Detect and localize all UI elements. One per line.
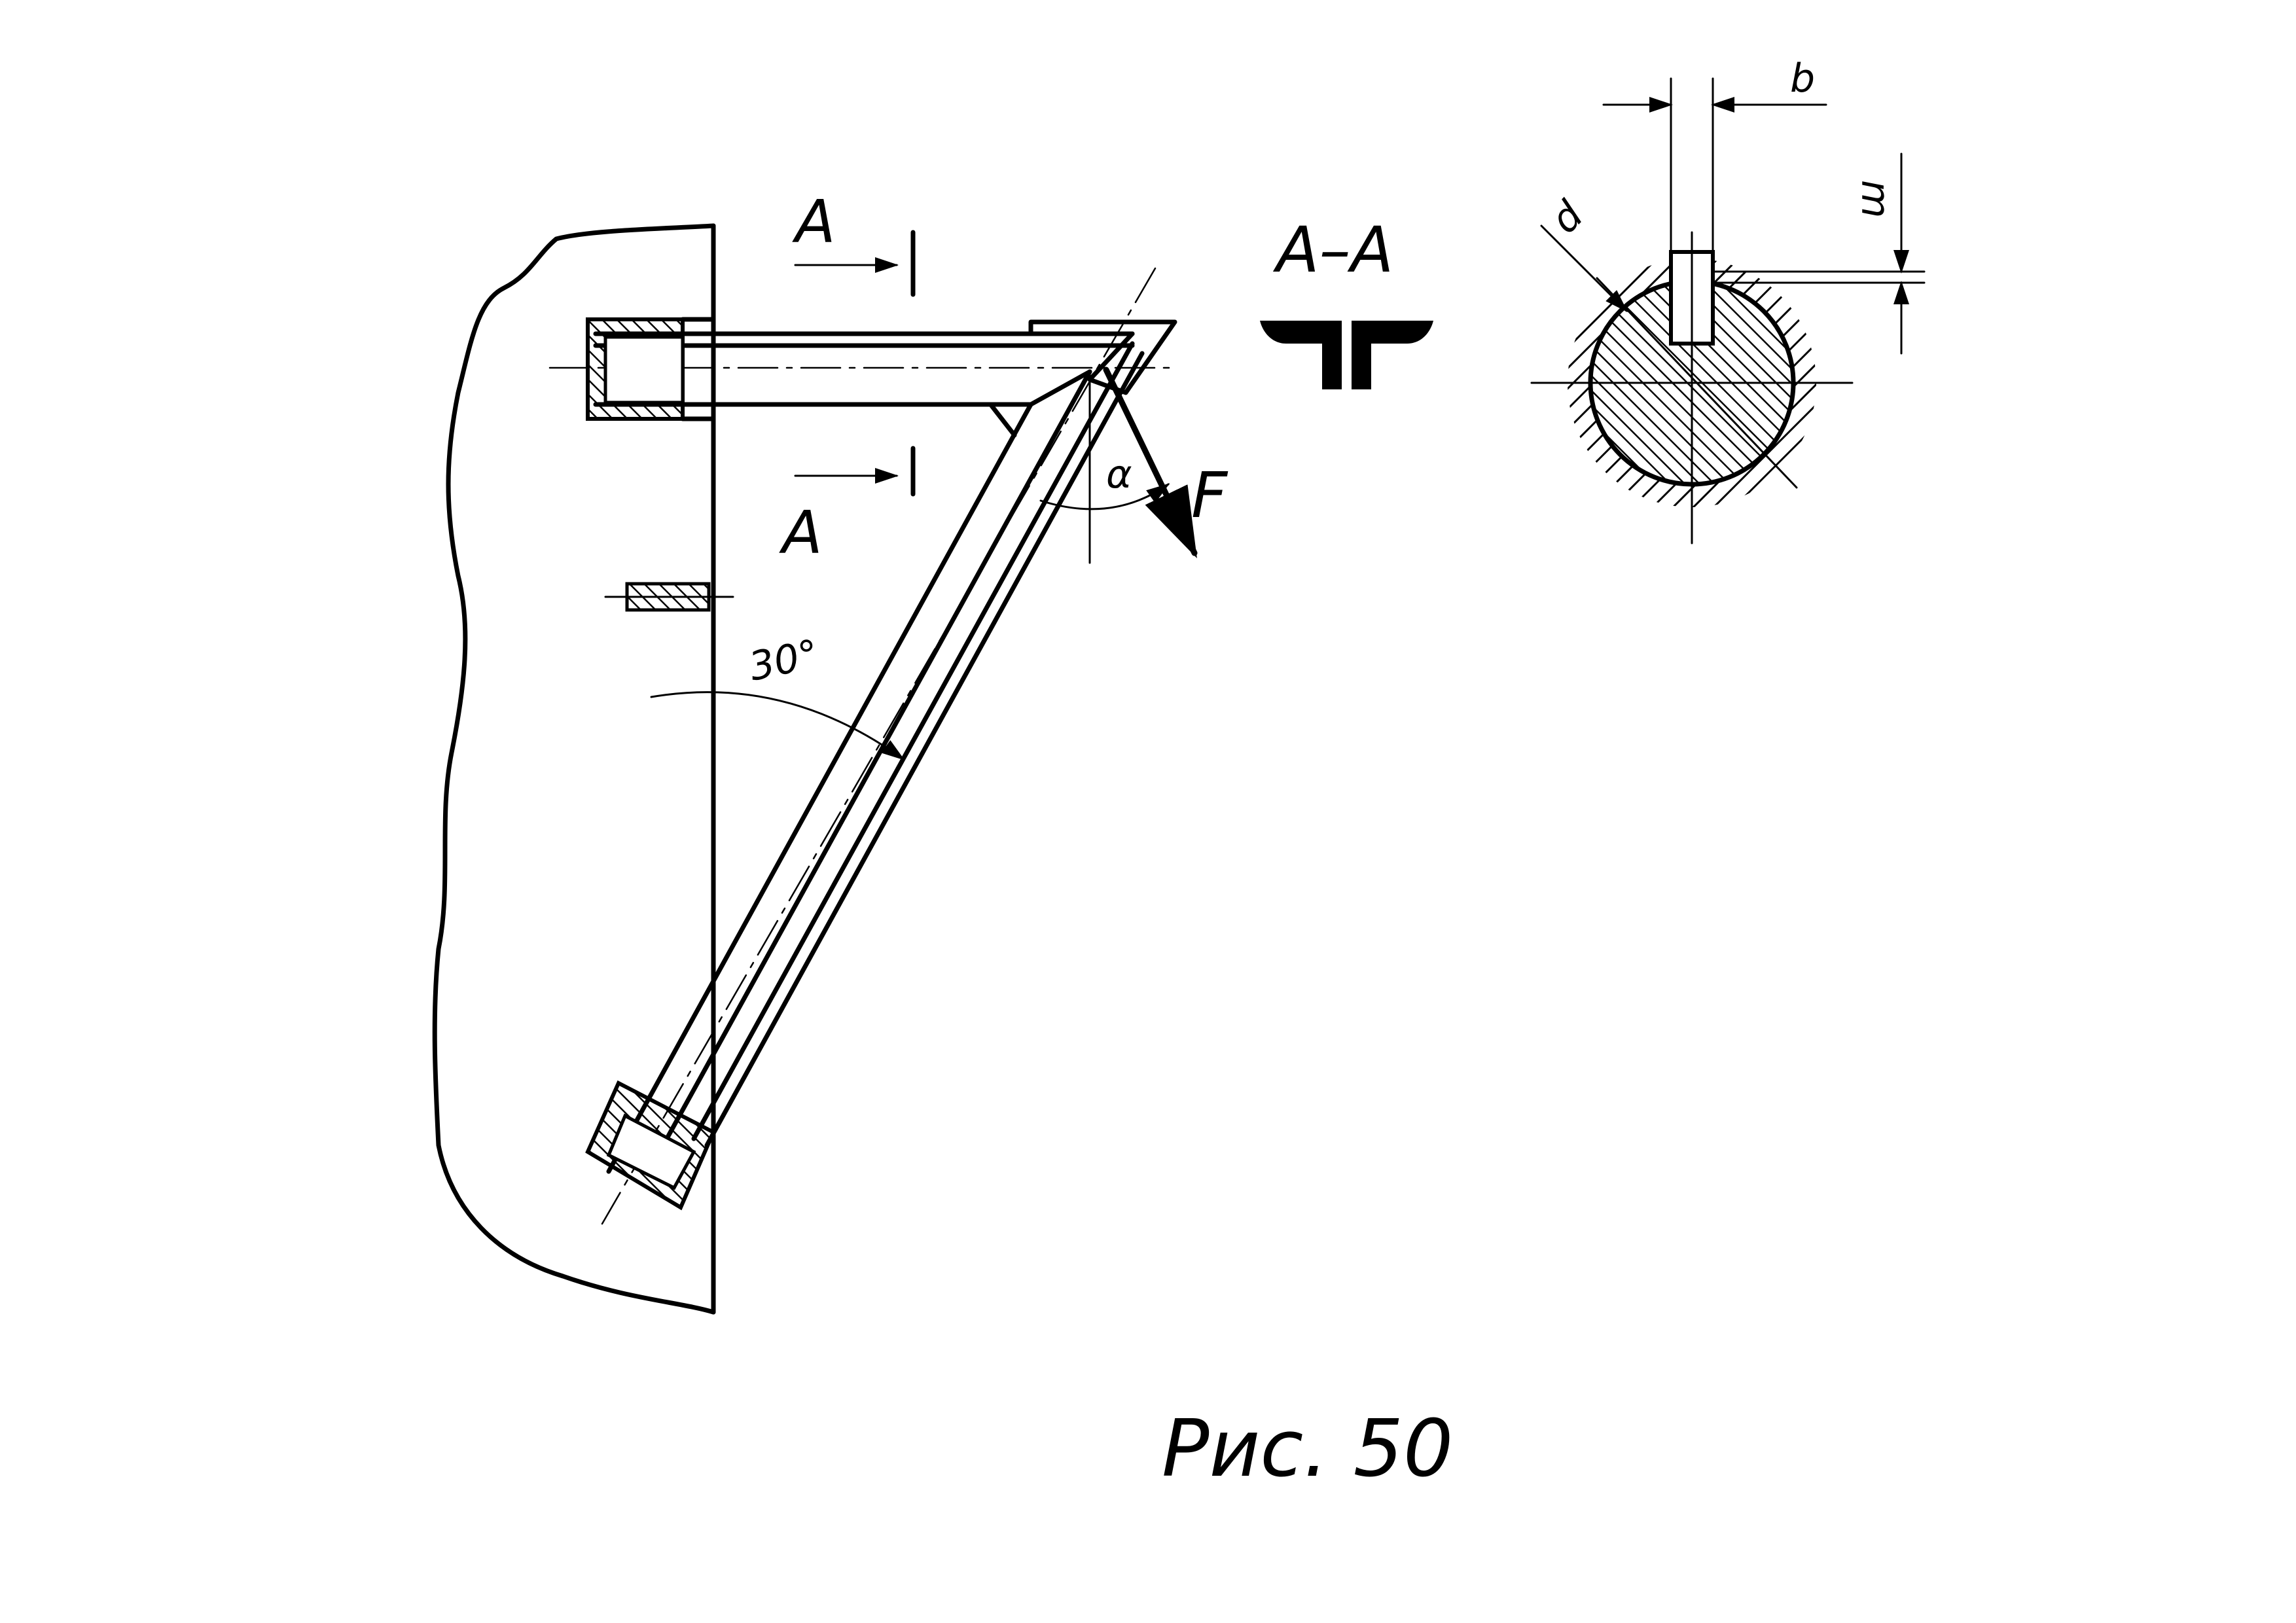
section-letter-top: A	[792, 188, 836, 257]
figure-caption: Рис. 50	[1162, 1404, 1453, 1495]
lower-mount	[585, 1080, 716, 1211]
angle-30-label: 30°	[745, 631, 823, 690]
section-letter-bottom: A	[779, 499, 823, 567]
wall-bolt	[604, 582, 734, 612]
section-title: A–A	[1272, 213, 1393, 287]
upper-mount	[586, 317, 716, 421]
dim-m-label: m	[1852, 180, 1898, 218]
section-mark-bottom: A	[779, 446, 916, 567]
angle-30-dimension: 30°	[650, 631, 905, 760]
inclined-strut	[601, 267, 1157, 1225]
dimension-m: m	[1712, 152, 1926, 355]
joint-gusset	[989, 319, 1177, 438]
force-label: F	[1191, 459, 1229, 532]
section-view: A–A	[1260, 213, 1433, 389]
angle-alpha-label: α	[1106, 452, 1132, 497]
force-arrow: F α	[1039, 366, 1229, 564]
section-mark-top: A	[792, 188, 916, 297]
shaft-section	[1530, 231, 1854, 544]
dim-b-label: b	[1790, 56, 1815, 101]
dimension-b: b	[1602, 56, 1827, 253]
